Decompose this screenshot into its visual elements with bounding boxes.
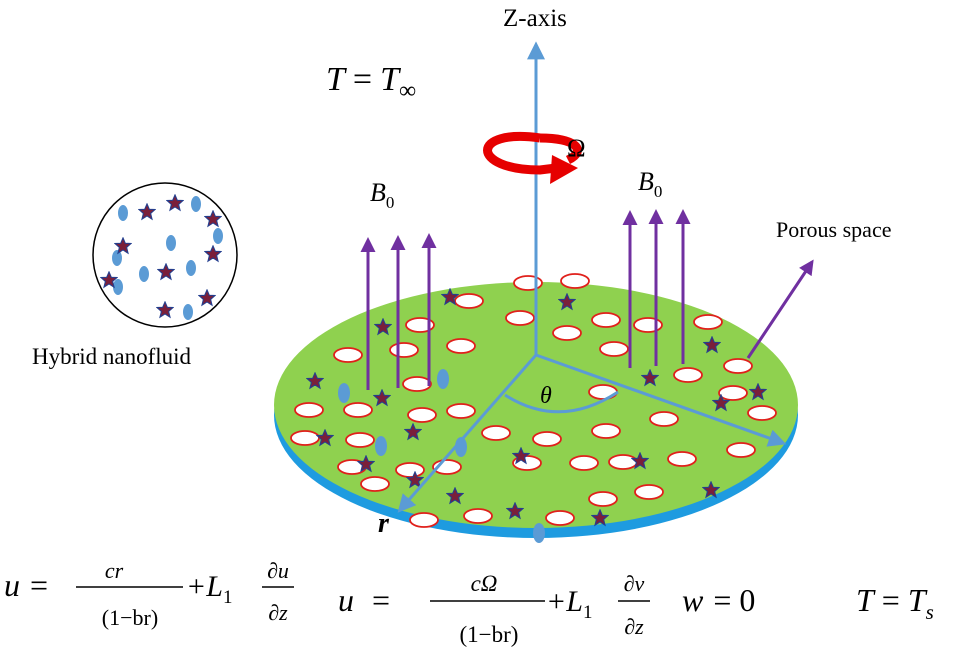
ellipse-particle-icon [446,403,476,419]
rotation-arrow-icon [483,132,582,184]
svg-text:∂z: ∂z [268,600,288,625]
porous-particles [290,273,777,528]
ellipse-particle-icon [481,425,511,441]
ellipse-particle-icon [588,491,618,507]
svg-text:∂u: ∂u [267,558,289,583]
blue-particle-icon [213,228,223,244]
blue-particle-icon [112,250,122,266]
ellipse-particle-icon [599,341,629,357]
svg-text:u: u [338,582,354,618]
blue-particle-icon [118,205,128,221]
ellipse-particle-icon [667,451,697,467]
ellipse-particle-icon [343,402,373,418]
z-axis-label: Z-axis [503,5,567,32]
ellipse-particle-icon [389,342,419,358]
ellipse-particle-icon [402,376,432,392]
ellipse-particle-icon [463,508,493,524]
hybrid-nanofluid-label: Hybrid nanofluid [32,344,192,369]
svg-text:∂v: ∂v [624,571,645,596]
ellipse-particle-icon [726,442,756,458]
ellipse-particle-icon [454,293,484,309]
ellipse-particle-icon [569,455,599,471]
ellipse-particle-icon [333,347,363,363]
ellipse-particle-icon [718,385,748,401]
svg-text:cr: cr [105,558,124,583]
ellipse-particle-icon [505,310,535,326]
ellipse-particle-icon [591,423,621,439]
svg-text:(1−br): (1−br) [460,622,519,647]
porous-space-label: Porous space [776,217,891,242]
boundary-condition-temperature: T=Ts [856,582,934,624]
boundary-condition-u-radial: u = cr (1−br) +L1 ∂u ∂z [4,558,294,630]
blue-particle-icon [166,235,176,251]
ellipse-particle-icon [560,273,590,289]
hybrid-nanofluid-inset [92,182,238,328]
svg-text:∂z: ∂z [624,614,644,639]
ellipse-particle-icon [446,338,476,354]
ellipse-particle-icon [294,402,324,418]
radial-arrow [535,353,787,447]
blue-particle-icon [139,266,149,282]
blue-particle-icon [183,304,193,320]
ellipse-particle-icon [407,407,437,423]
svg-text:(1−br): (1−br) [102,605,158,630]
svg-text:=: = [30,567,48,603]
blue-particle-icon [113,279,123,295]
ellipse-particle-icon [591,312,621,328]
ellipse-particle-icon [747,405,777,421]
ellipse-particle-icon [409,512,439,528]
ellipse-particle-icon [633,317,663,333]
ellipse-particle-icon [395,462,425,478]
ellipse-particle-icon [693,314,723,330]
svg-text:cΩ: cΩ [471,571,498,596]
porous-space-pointer [746,259,814,359]
l1-term: +L1 [186,570,232,608]
svg-text:u: u [4,567,20,603]
r-axis-arrow [397,354,538,513]
blue-particle-icon [186,260,196,276]
ellipse-particle-icon [345,432,375,448]
ellipse-particle-icon [513,275,543,291]
theta-arc [504,390,619,414]
magnetic-field-left [360,233,437,390]
svg-text:+L1: +L1 [546,585,592,623]
ellipse-particle-icon [634,484,664,500]
ellipse-particle-icon [532,431,562,447]
ellipse-particle-icon [723,358,753,374]
ellipse-particle-icon [673,367,703,383]
ellipse-particle-icon [552,325,582,341]
ellipse-particle-icon [405,317,435,333]
ellipse-particle-icon [608,454,638,470]
ellipse-particle-icon [360,476,390,492]
ellipse-particle-icon [545,510,575,526]
omega-label: Ω [567,135,586,162]
blue-particle-icon [191,196,201,212]
boundary-condition-u-azimuthal: u = cΩ (1−br) +L1 ∂v ∂z [338,571,650,647]
b0-left-label: B0 [370,178,394,212]
theta-label: θ [540,383,552,409]
magnetic-field-right [622,209,691,368]
b0-right-label: B0 [638,167,662,201]
r-label: r [378,508,390,539]
svg-text:=: = [372,582,390,618]
boundary-condition-w: w= 0 [682,582,755,618]
ellipse-particle-icon [290,430,320,446]
ellipse-particle-icon [649,411,679,427]
ambient-temperature-condition: T=T∞ [326,61,416,104]
